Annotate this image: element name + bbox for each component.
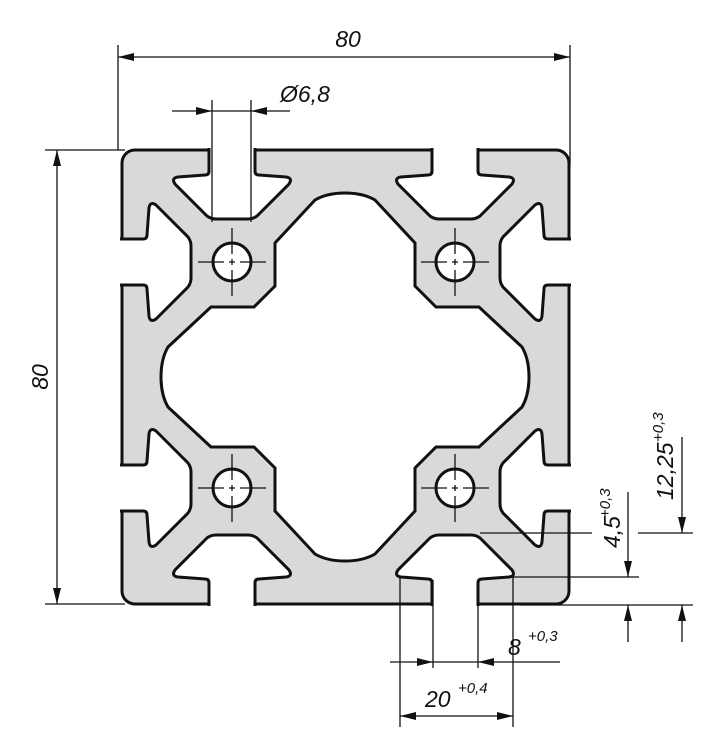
dimension-width: 80 — [117, 26, 571, 165]
svg-text:80: 80 — [27, 364, 53, 390]
t-slots — [117, 145, 574, 609]
svg-text:8: 8 — [508, 634, 521, 660]
dimension-height: 80 — [27, 149, 125, 605]
svg-text:12,25: 12,25 — [652, 442, 678, 500]
svg-text:80: 80 — [335, 26, 361, 52]
svg-text:+0,4: +0,4 — [458, 680, 488, 697]
svg-text:4,5: 4,5 — [599, 516, 625, 548]
svg-text:+0,3: +0,3 — [528, 628, 558, 645]
center-cavity — [159, 191, 531, 563]
dimension-slot-depth: 4,5 +0,3 — [597, 488, 632, 642]
svg-text:+0,3: +0,3 — [650, 412, 667, 442]
profile-body — [117, 145, 574, 609]
dimension-slot-width: 20 +0,4 — [399, 577, 514, 727]
svg-text:20: 20 — [424, 686, 451, 712]
svg-text:Ø6,8: Ø6,8 — [279, 81, 330, 107]
dimension-hole-diameter: Ø6,8 — [172, 81, 330, 222]
dimension-slot-opening: 8 +0,3 — [390, 580, 560, 668]
dimension-slot-offset: 12,25 +0,3 — [650, 412, 686, 642]
svg-text:+0,3: +0,3 — [597, 488, 614, 518]
